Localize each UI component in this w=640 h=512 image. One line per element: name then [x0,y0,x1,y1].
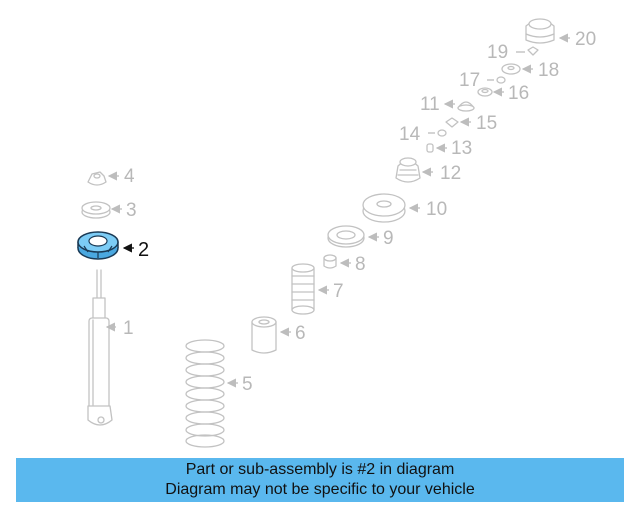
callout-20[interactable]: 20 [575,29,596,50]
callout-2[interactable]: 2 [138,239,149,261]
callout-10[interactable]: 10 [426,199,447,220]
callout-18[interactable]: 18 [538,60,559,81]
banner-line-part: Part or sub-assembly is #2 in diagram [185,461,455,478]
part-20-top-mount[interactable] [525,18,555,44]
part-16-washer[interactable] [477,87,493,97]
callout-6[interactable]: 6 [295,323,306,344]
part-10-upper-spring-seat[interactable] [362,193,406,223]
part-15-nut[interactable] [445,117,459,128]
part-9-insulator[interactable] [327,225,365,248]
part-8-bushing[interactable] [323,254,337,269]
part-13-spacer[interactable] [426,143,434,153]
callout-4[interactable]: 4 [124,166,135,187]
part-19-bolt[interactable] [527,46,539,56]
callout-11[interactable]: 11 [420,94,440,115]
part-17-nut[interactable] [496,76,506,84]
part-1-shock-absorber[interactable] [87,269,113,426]
part-14-washer[interactable] [437,129,447,137]
exploded-parts-diagram: 1 2 3 4 5 6 [77,18,596,448]
part-5-coil-spring[interactable] [185,339,225,448]
callout-12[interactable]: 12 [440,163,461,184]
callout-15[interactable]: 15 [476,113,497,134]
callout-7[interactable]: 7 [333,281,344,302]
part-12-strut-mount[interactable] [395,157,421,183]
callout-1[interactable]: 1 [123,318,134,339]
callout-14[interactable]: 14 [399,124,421,145]
info-banner: Part or sub-assembly is #2 in diagram Di… [16,458,624,502]
callout-16[interactable]: 16 [508,83,529,104]
part-6-spring-pad[interactable] [251,316,277,354]
part-7-dust-boot[interactable] [291,263,315,315]
part-18-plate[interactable] [501,63,521,75]
callout-9[interactable]: 9 [383,228,394,249]
callout-3[interactable]: 3 [126,200,137,221]
callout-8[interactable]: 8 [355,254,366,275]
banner-line-disclaimer: Diagram may not be specific to your vehi… [165,481,475,498]
part-4-bump-stop[interactable] [87,171,107,186]
callout-13[interactable]: 13 [451,138,472,159]
callout-5[interactable]: 5 [242,374,253,395]
part-11-cap[interactable] [457,101,475,112]
part-3-washer[interactable] [81,201,111,219]
part-2-spring-seat[interactable] [77,231,119,260]
callout-17[interactable]: 17 [459,70,480,91]
callout-19[interactable]: 19 [487,42,508,63]
